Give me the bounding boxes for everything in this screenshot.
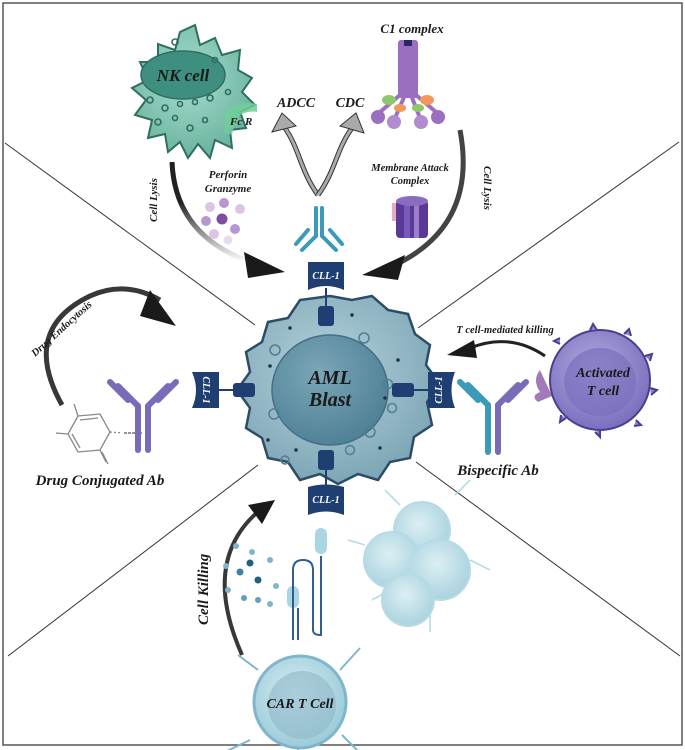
car-t-cell bbox=[226, 647, 361, 750]
fc-receptor-label: Fc R bbox=[229, 116, 252, 128]
drug-conjugated-antibody bbox=[107, 379, 179, 453]
mac-label-2: Complex bbox=[391, 176, 430, 187]
cell-killing-arrow bbox=[222, 508, 262, 656]
car-t-cell-cluster bbox=[347, 479, 491, 632]
cll1-receptor-left bbox=[192, 372, 255, 408]
nk-lysis-arrow bbox=[169, 161, 251, 265]
divider-line-top-right bbox=[417, 141, 680, 329]
drug-conjugated-ab-title: Drug Conjugated Ab bbox=[35, 473, 165, 489]
membrane-attack-complex-icon bbox=[392, 196, 428, 238]
nk-cell bbox=[130, 23, 257, 161]
perforin-granzyme-dots bbox=[201, 198, 245, 245]
divider-line-top-left bbox=[4, 142, 256, 326]
adcc-arrowhead-icon bbox=[271, 112, 298, 133]
antibody-top bbox=[294, 206, 344, 252]
drug-endocytosis-arrow bbox=[43, 286, 162, 407]
car-receptor-icon bbox=[287, 528, 327, 640]
bispecific-antibody bbox=[457, 379, 529, 455]
cll1-label-left: CLL-1 bbox=[200, 376, 211, 403]
complement-lysis-arrow bbox=[393, 129, 466, 268]
drug-endocytosis-arrowhead-icon bbox=[140, 290, 176, 326]
adcc-label: ADCC bbox=[276, 96, 316, 111]
cll1-label-bottom: CLL-1 bbox=[312, 495, 339, 506]
cll1-receptor-right bbox=[392, 372, 455, 408]
aml-label-line2: Blast bbox=[308, 389, 353, 411]
adcc-cdc-arrows bbox=[271, 112, 365, 197]
cytokine-dots bbox=[223, 543, 279, 607]
activated-t-cell bbox=[534, 322, 660, 440]
aml-label-line1: AML bbox=[306, 367, 351, 389]
divider-line-bottom-right bbox=[415, 461, 681, 657]
nk-nucleus bbox=[140, 50, 226, 100]
cell-killing-arrowhead-icon bbox=[248, 500, 275, 524]
cell-killing-label: Cell Killing bbox=[196, 553, 212, 625]
perforin-label: Perforin bbox=[209, 169, 248, 181]
nk-lysis-arrowhead-icon bbox=[244, 252, 285, 278]
nk-granules bbox=[146, 38, 232, 132]
fc-receptor-icon bbox=[224, 103, 257, 135]
cll1-label-top: CLL-1 bbox=[312, 271, 339, 282]
tcell-label-line1: Activated bbox=[575, 366, 631, 381]
aml-nucleus bbox=[271, 334, 389, 446]
complement-lysis-arrowhead-icon bbox=[362, 255, 405, 280]
bispecific-ab-title: Bispecific Ab bbox=[456, 463, 539, 479]
c1-complex-icon bbox=[371, 40, 445, 129]
granzyme-label: Granzyme bbox=[205, 183, 252, 195]
nk-cell-label: NK cell bbox=[156, 66, 210, 85]
tcell-killing-label: T cell-mediated killing bbox=[456, 325, 553, 336]
cll1-receptor-bottom bbox=[308, 450, 344, 515]
cdc-label: CDC bbox=[336, 96, 365, 111]
cll1-label-right: CLL-1 bbox=[434, 376, 445, 403]
cdc-arrowhead-icon bbox=[338, 112, 365, 134]
drug-molecule-icon bbox=[55, 403, 142, 465]
divider-line-bottom-left bbox=[7, 464, 259, 657]
car-t-cell-label: CAR T Cell bbox=[267, 697, 334, 712]
complement-lysis-label: Cell Lysis bbox=[481, 166, 493, 210]
nk-lysis-label: Cell Lysis bbox=[148, 178, 160, 222]
cll1-receptor-top bbox=[308, 262, 344, 326]
mac-label-1: Membrane Attack bbox=[370, 163, 449, 174]
c1-complex-label: C1 complex bbox=[380, 21, 444, 36]
tcell-killing-arrow bbox=[469, 340, 546, 358]
tcell-killing-arrowhead-icon bbox=[447, 340, 477, 358]
aml-blast-cell bbox=[235, 294, 442, 486]
tcell-label-line2: T cell bbox=[587, 384, 619, 399]
